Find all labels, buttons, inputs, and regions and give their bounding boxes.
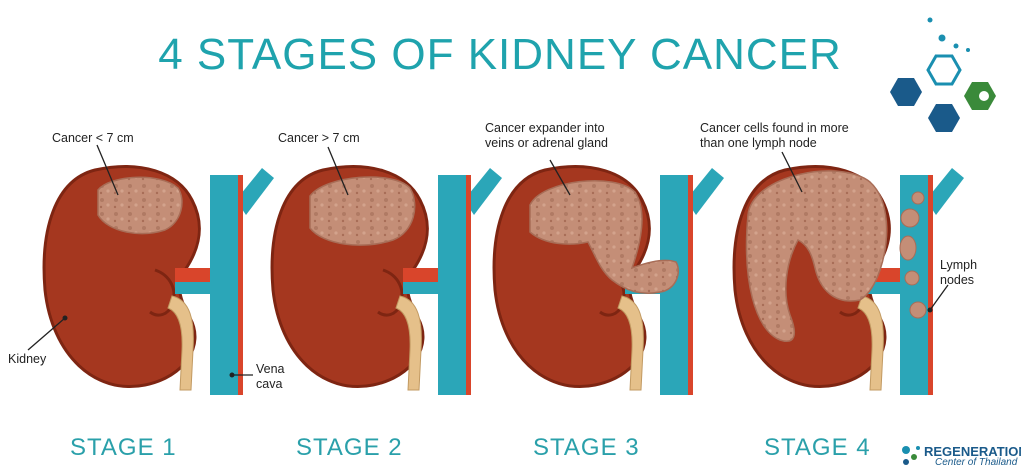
lymph-nodes-label: Lymph nodes (940, 258, 977, 288)
regeneration-logo-mark (902, 446, 920, 465)
stage-4-annotation: Cancer cells found in more than one lymp… (700, 121, 849, 151)
stage-4-lymph-node-4 (905, 271, 919, 285)
logo-subtitle: Center of Thailand (935, 457, 1017, 468)
stage-3-illustration (494, 160, 724, 395)
vena-cava-label-line-2: cava (256, 377, 285, 392)
stage-4-illustration (734, 152, 964, 395)
stage-4-lymph-node-3 (900, 236, 916, 260)
stage-4-annotation-line-1: Cancer cells found in more (700, 121, 849, 136)
stage-1-illustration (28, 145, 274, 395)
stage-3-annotation-line-1: Cancer expander into (485, 121, 608, 136)
stage-2-label: STAGE 2 (296, 434, 403, 462)
stage-2-annotation-line-1: Cancer > 7 cm (278, 131, 360, 146)
stage-1-annotation: Cancer < 7 cm (52, 131, 134, 146)
lymph-nodes-label-line-2: nodes (940, 273, 977, 288)
lymph-nodes-label-line-1: Lymph (940, 258, 977, 273)
vena-cava-pointer-dot (230, 373, 235, 378)
hexagon-logo (890, 18, 996, 133)
stage-3-annotation-line-2: veins or adrenal gland (485, 136, 608, 151)
vena-cava-label-line-1: Vena (256, 362, 285, 377)
stage-4-annotation-line-2: than one lymph node (700, 136, 849, 151)
stage-4-lymph-node-2 (912, 192, 924, 204)
stage-2-illustration (272, 147, 502, 395)
stage-4-lymph-node-1 (901, 209, 919, 227)
stage-3-label: STAGE 3 (533, 434, 640, 462)
stage-4-lymph-node-5 (910, 302, 926, 318)
stage-1-annotation-line-1: Cancer < 7 cm (52, 131, 134, 146)
kidney-pointer-dot (63, 316, 68, 321)
vena-cava-label: Vena cava (256, 362, 285, 392)
stage-1-tumor (98, 177, 182, 233)
lymph-nodes-pointer-dot (928, 308, 933, 313)
stage-2-tumor (310, 177, 415, 245)
stage-1-label: STAGE 1 (70, 434, 177, 462)
stage-2-annotation: Cancer > 7 cm (278, 131, 360, 146)
stage-4-label: STAGE 4 (764, 434, 871, 462)
stage-3-annotation: Cancer expander into veins or adrenal gl… (485, 121, 608, 151)
kidney-label: Kidney (8, 352, 46, 367)
